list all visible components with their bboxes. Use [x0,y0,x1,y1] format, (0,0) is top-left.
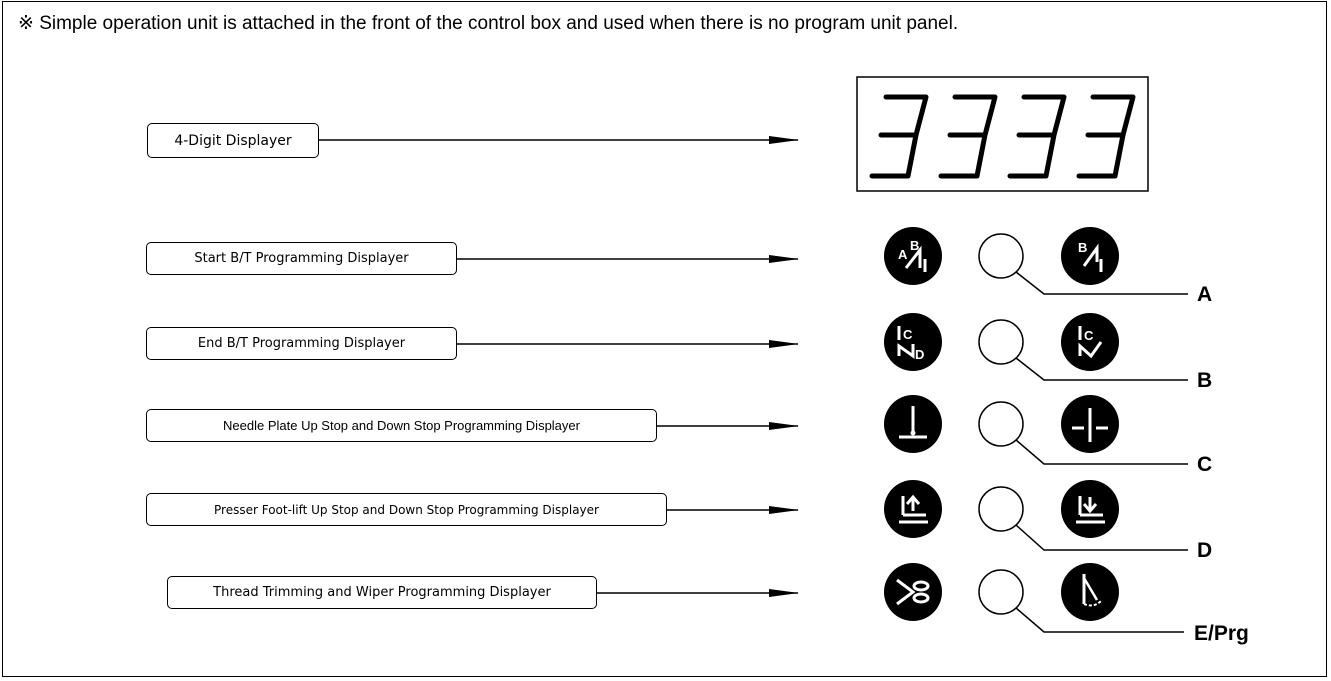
needle-up-stop-icon[interactable] [884,395,942,453]
start-backtack-ab-icon[interactable]: A B [884,227,942,285]
leader-c [1015,439,1188,465]
led-indicator-d [978,486,1024,532]
svg-text:B: B [910,238,919,253]
svg-text:A: A [898,247,908,262]
wiper-icon[interactable] [1061,563,1119,621]
label-start-bt: Start B/T Programming Displayer [146,242,457,275]
key-label-b: B [1197,369,1213,392]
svg-text:C: C [1084,328,1094,343]
end-backtack-cd-icon[interactable]: C D [884,313,942,371]
svg-text:C: C [903,327,913,342]
thread-trim-scissors-icon[interactable] [884,563,942,621]
svg-text:D: D [915,347,924,362]
led-indicator-a [978,233,1024,279]
leader-b [1015,357,1188,381]
digit-2 [938,94,998,179]
led-indicator-b [978,319,1024,365]
label-end-bt: End B/T Programming Displayer [146,327,457,360]
svg-text:B: B [1078,240,1087,255]
end-backtack-c-icon[interactable]: C [1061,313,1119,371]
label-presser: Presser Foot-lift Up Stop and Down Stop … [146,493,667,526]
label-needle: Needle Plate Up Stop and Down Stop Progr… [146,409,657,442]
key-label-a: A [1197,283,1213,306]
presser-foot-down-icon[interactable] [1061,480,1119,538]
digit-4 [1076,94,1136,179]
key-label-c: C [1197,453,1213,476]
key-label-d: D [1197,539,1213,562]
note-text: ※ Simple operation unit is attached in t… [18,13,959,34]
label-thread: Thread Trimming and Wiper Programming Di… [167,576,597,609]
four-digit-display [856,76,1149,192]
digit-3 [1007,94,1067,179]
label-4-digit-displayer: 4-Digit Displayer [147,123,319,158]
led-indicator-c [978,401,1024,447]
start-backtack-b-icon[interactable]: B [1061,227,1119,285]
key-label-e-prg: E/Prg [1194,622,1249,645]
presser-foot-up-icon[interactable] [884,480,942,538]
leader-e [1015,607,1184,633]
leader-d [1015,524,1188,551]
digit-1 [869,94,929,179]
needle-down-stop-icon[interactable] [1061,395,1119,453]
led-indicator-e [978,569,1024,615]
leader-a [1015,271,1188,295]
